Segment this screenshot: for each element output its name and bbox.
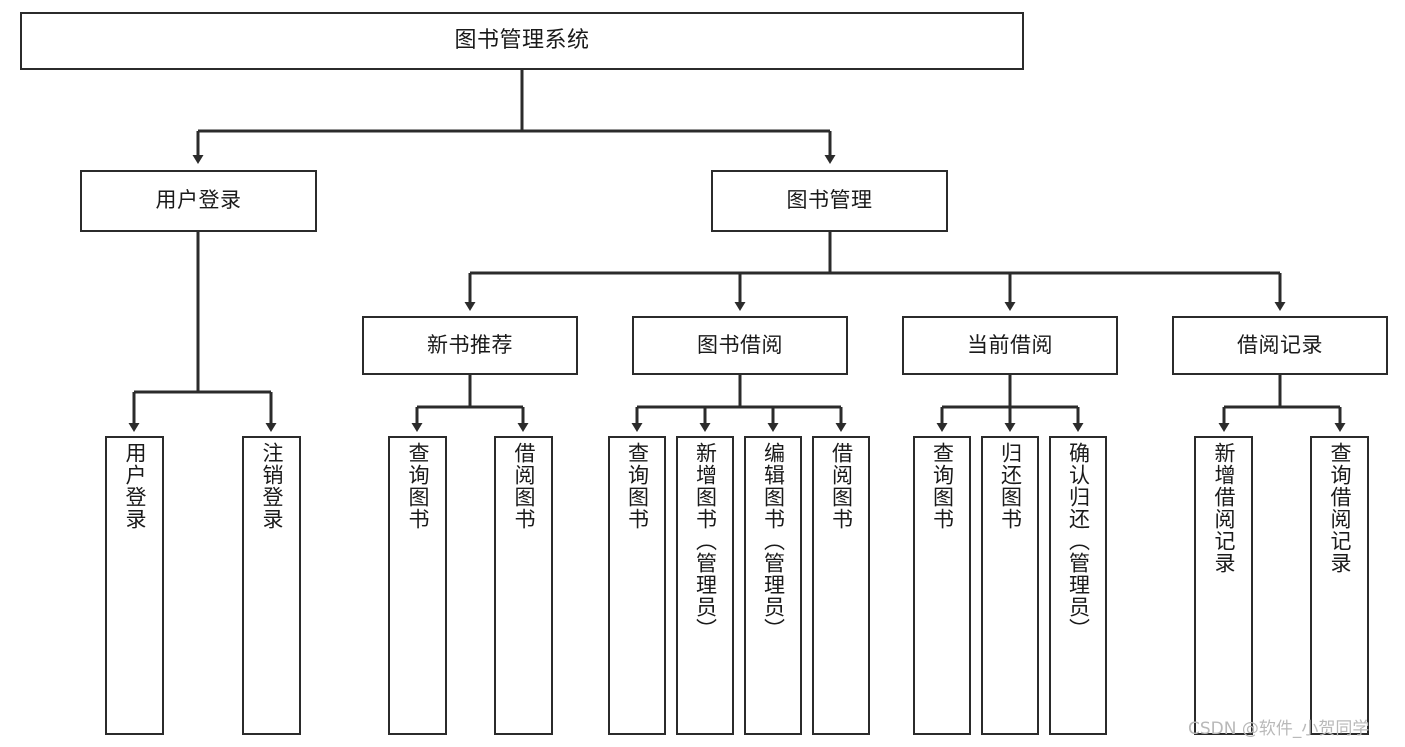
node-label: 当前借阅 — [967, 332, 1053, 357]
node-label: 图书管理 — [786, 188, 873, 213]
node-label: 确认归还（管理员） — [1066, 442, 1091, 640]
node-label: 新增借阅记录 — [1212, 442, 1236, 574]
node-user-login[interactable]: 用户登录 — [80, 170, 317, 232]
node-label: 编辑图书（管理员） — [761, 442, 786, 640]
node-label: 用户登录 — [123, 442, 147, 530]
node-label: 借阅记录 — [1237, 332, 1323, 357]
node-label: 新增图书（管理员） — [693, 442, 718, 640]
node-label: 图书借阅 — [697, 332, 783, 357]
node-label: 用户登录 — [155, 188, 242, 213]
leaf-edit-book-admin[interactable]: 编辑图书（管理员） — [744, 436, 802, 735]
leaf-logout[interactable]: 注销登录 — [242, 436, 301, 735]
node-label: 查询图书 — [930, 442, 955, 530]
node-label: 图书管理系统 — [454, 27, 590, 53]
node-root-book-management-system[interactable]: 图书管理系统 — [20, 12, 1024, 70]
leaf-query-book-borrow[interactable]: 查询图书 — [608, 436, 666, 735]
leaf-return-book[interactable]: 归还图书 — [981, 436, 1039, 735]
leaf-borrow-book-new-recommendation[interactable]: 借阅图书 — [494, 436, 553, 735]
leaf-query-borrow-record[interactable]: 查询借阅记录 — [1310, 436, 1369, 735]
node-label: 新书推荐 — [427, 332, 513, 357]
node-book-management[interactable]: 图书管理 — [711, 170, 948, 232]
node-label: 借阅图书 — [829, 442, 854, 530]
node-label: 查询图书 — [406, 442, 430, 530]
leaf-borrow-book[interactable]: 借阅图书 — [812, 436, 870, 735]
leaf-query-book-current-borrow[interactable]: 查询图书 — [913, 436, 971, 735]
node-label: 查询图书 — [625, 442, 650, 530]
leaf-user-login[interactable]: 用户登录 — [105, 436, 164, 735]
leaf-add-book-admin[interactable]: 新增图书（管理员） — [676, 436, 734, 735]
leaf-query-book-new-recommendation[interactable]: 查询图书 — [388, 436, 447, 735]
node-new-book-recommendation[interactable]: 新书推荐 — [362, 316, 578, 375]
node-label: 查询借阅记录 — [1328, 442, 1352, 574]
node-borrow-record[interactable]: 借阅记录 — [1172, 316, 1388, 375]
node-book-borrow[interactable]: 图书借阅 — [632, 316, 848, 375]
leaf-add-borrow-record[interactable]: 新增借阅记录 — [1194, 436, 1253, 735]
leaf-confirm-return-admin[interactable]: 确认归还（管理员） — [1049, 436, 1107, 735]
node-label: 归还图书 — [998, 442, 1023, 530]
csdn-watermark: CSDN @软件_小贺同学 — [1188, 719, 1370, 739]
node-label: 注销登录 — [260, 442, 284, 530]
node-label: 借阅图书 — [512, 442, 536, 530]
node-current-borrow[interactable]: 当前借阅 — [902, 316, 1118, 375]
